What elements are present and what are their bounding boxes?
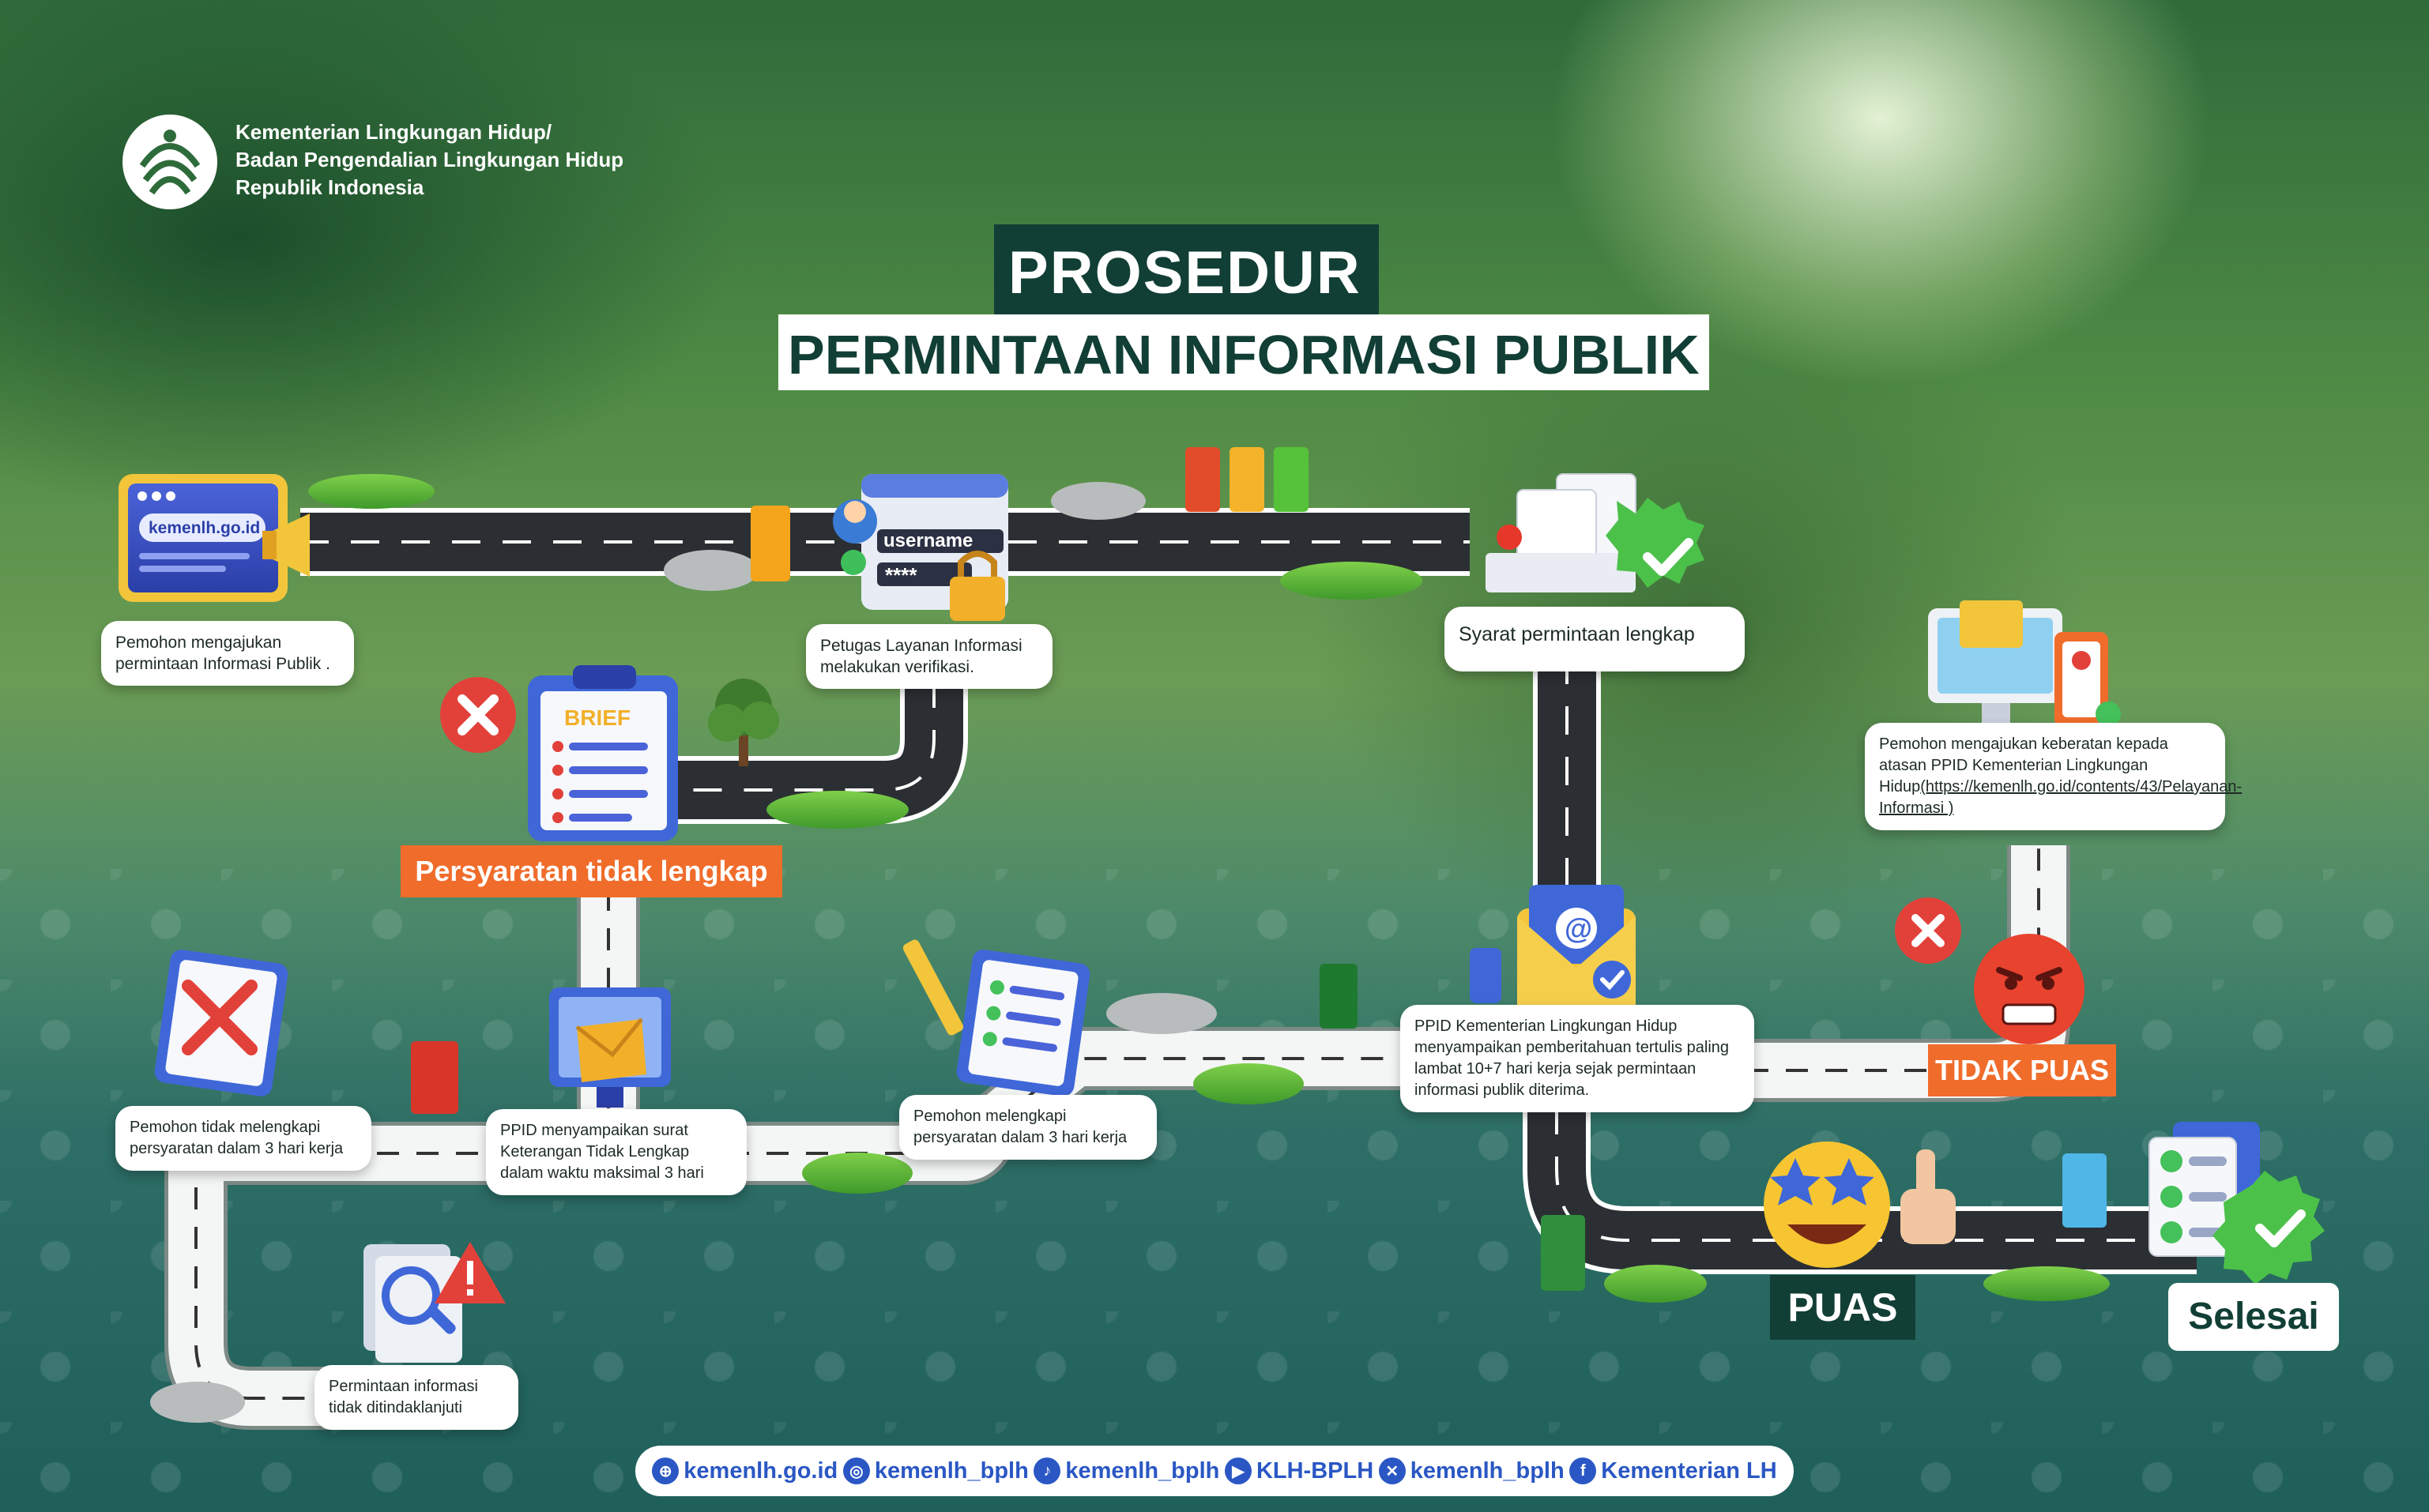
- instagram-icon: ◎: [842, 1457, 870, 1484]
- facebook-icon: f: [1569, 1457, 1597, 1484]
- organization-name: Kementerian Lingkungan Hidup/ Badan Peng…: [235, 118, 623, 201]
- social-tiktok-text: kemenlh_bplh: [1065, 1457, 1220, 1484]
- step-4-box: Pemohon mengajukan keberatan kepada atas…: [1865, 723, 2242, 830]
- complaint-illustration: [1928, 600, 2121, 727]
- done-label: Selesai: [2168, 1283, 2339, 1351]
- letter-monitor-illustration: [549, 987, 671, 1108]
- svg-text:****: ****: [885, 563, 917, 587]
- org-line-1: Kementerian Lingkungan Hidup/: [235, 120, 552, 144]
- rejected-clipboard-illustration: [154, 950, 288, 1096]
- svg-text:username: username: [883, 530, 973, 551]
- incomplete-label: Persyaratan tidak lengkap: [401, 845, 782, 897]
- happy-emoji-illustration: [1764, 1142, 1956, 1268]
- social-facebook-text: Kementerian LH: [1601, 1457, 1777, 1484]
- step-3-box: Syarat permintaan lengkap: [1444, 607, 1745, 671]
- step-9-box: Permintaan informasi tidak ditindaklanju…: [314, 1365, 518, 1430]
- login-illustration: username ****: [833, 474, 1008, 621]
- step-5-box: PPID Kementerian Lingkungan Hidup menyam…: [1400, 1005, 1754, 1112]
- step-3-text: Syarat permintaan lengkap: [1459, 623, 1695, 645]
- satisfied-label: PUAS: [1770, 1275, 1915, 1340]
- social-website[interactable]: ⊕ kemenlh.go.id: [652, 1457, 838, 1484]
- social-instagram-text: kemenlh_bplh: [874, 1457, 1029, 1484]
- social-youtube[interactable]: ▶ KLH-BPLH: [1224, 1457, 1374, 1484]
- step-2-text: Petugas Layanan Informasi melakukan veri…: [820, 637, 1022, 676]
- svg-text:@: @: [1565, 912, 1592, 945]
- unsatisfied-label: TIDAK PUAS: [1928, 1044, 2116, 1096]
- social-footer: ⊕ kemenlh.go.id ◎ kemenlh_bplh ♪ kemenlh…: [635, 1446, 1794, 1496]
- step-5-text: PPID Kementerian Lingkungan Hidup menyam…: [1414, 1017, 1730, 1099]
- social-instagram[interactable]: ◎ kemenlh_bplh: [842, 1457, 1029, 1484]
- angry-emoji-illustration: [1895, 897, 2084, 1044]
- finish-checklist-illustration: [2148, 1122, 2325, 1284]
- search-warning-illustration: [363, 1242, 506, 1363]
- social-youtube-text: KLH-BPLH: [1256, 1457, 1374, 1484]
- org-line-3: Republik Indonesia: [235, 175, 424, 199]
- brief-illustration: BRIEF: [440, 665, 678, 841]
- svg-text:BRIEF: BRIEF: [564, 705, 631, 730]
- tree: [708, 679, 779, 766]
- step-6-box: Pemohon melengkapi persyaratan dalam 3 h…: [899, 1095, 1157, 1160]
- step-6-text: Pemohon melengkapi persyaratan dalam 3 h…: [913, 1108, 1128, 1146]
- x-icon: ✕: [1378, 1457, 1406, 1484]
- monitor-illustration: kemenlh.go.id: [119, 474, 310, 602]
- social-tiktok[interactable]: ♪ kemenlh_bplh: [1034, 1457, 1219, 1484]
- step-7-text: PPID menyampaikan surat Keterangan Tidak…: [500, 1122, 704, 1182]
- social-x[interactable]: ✕ kemenlh_bplh: [1378, 1457, 1565, 1484]
- step-7-box: PPID menyampaikan surat Keterangan Tidak…: [486, 1109, 747, 1195]
- svg-text:kemenlh.go.id: kemenlh.go.id: [149, 519, 260, 537]
- bushes: [308, 474, 2110, 1303]
- org-line-2: Badan Pengendalian Lingkungan Hidup: [235, 148, 624, 171]
- checklist-illustration: [902, 939, 1090, 1096]
- social-website-text: kemenlh.go.id: [684, 1457, 838, 1484]
- tiktok-icon: ♪: [1034, 1457, 1061, 1484]
- rocks: [150, 482, 1217, 1423]
- step-1-text: Pemohon mengajukan permintaan Informasi …: [115, 634, 330, 673]
- step-2-box: Petugas Layanan Informasi melakukan veri…: [806, 624, 1053, 689]
- step-1-box: Pemohon mengajukan permintaan Informasi …: [101, 621, 354, 686]
- title-prosedur: PROSEDUR: [994, 224, 1379, 315]
- social-x-text: kemenlh_bplh: [1410, 1457, 1565, 1484]
- step-8-text: Pemohon tidak melengkapi persyaratan dal…: [130, 1119, 344, 1157]
- email-illustration: @: [1470, 885, 1636, 1007]
- step-4-link[interactable]: (https://kemenlh.go.id/contents/43/Pelay…: [1879, 778, 2243, 817]
- globe-icon: ⊕: [652, 1457, 680, 1484]
- title-main: PERMINTAAN INFORMASI PUBLIK: [778, 314, 1709, 390]
- ministry-logo-icon: [122, 115, 217, 209]
- step-9-text: Permintaan informasi tidak ditindaklanju…: [329, 1378, 478, 1416]
- youtube-icon: ▶: [1224, 1457, 1252, 1484]
- social-facebook[interactable]: f Kementerian LH: [1569, 1457, 1777, 1484]
- trash-bins: [411, 447, 2107, 1291]
- step-8-box: Pemohon tidak melengkapi persyaratan dal…: [115, 1106, 371, 1171]
- step-4-text: Pemohon mengajukan keberatan kepada atas…: [1879, 735, 2168, 795]
- documents-check-illustration: [1486, 473, 1704, 592]
